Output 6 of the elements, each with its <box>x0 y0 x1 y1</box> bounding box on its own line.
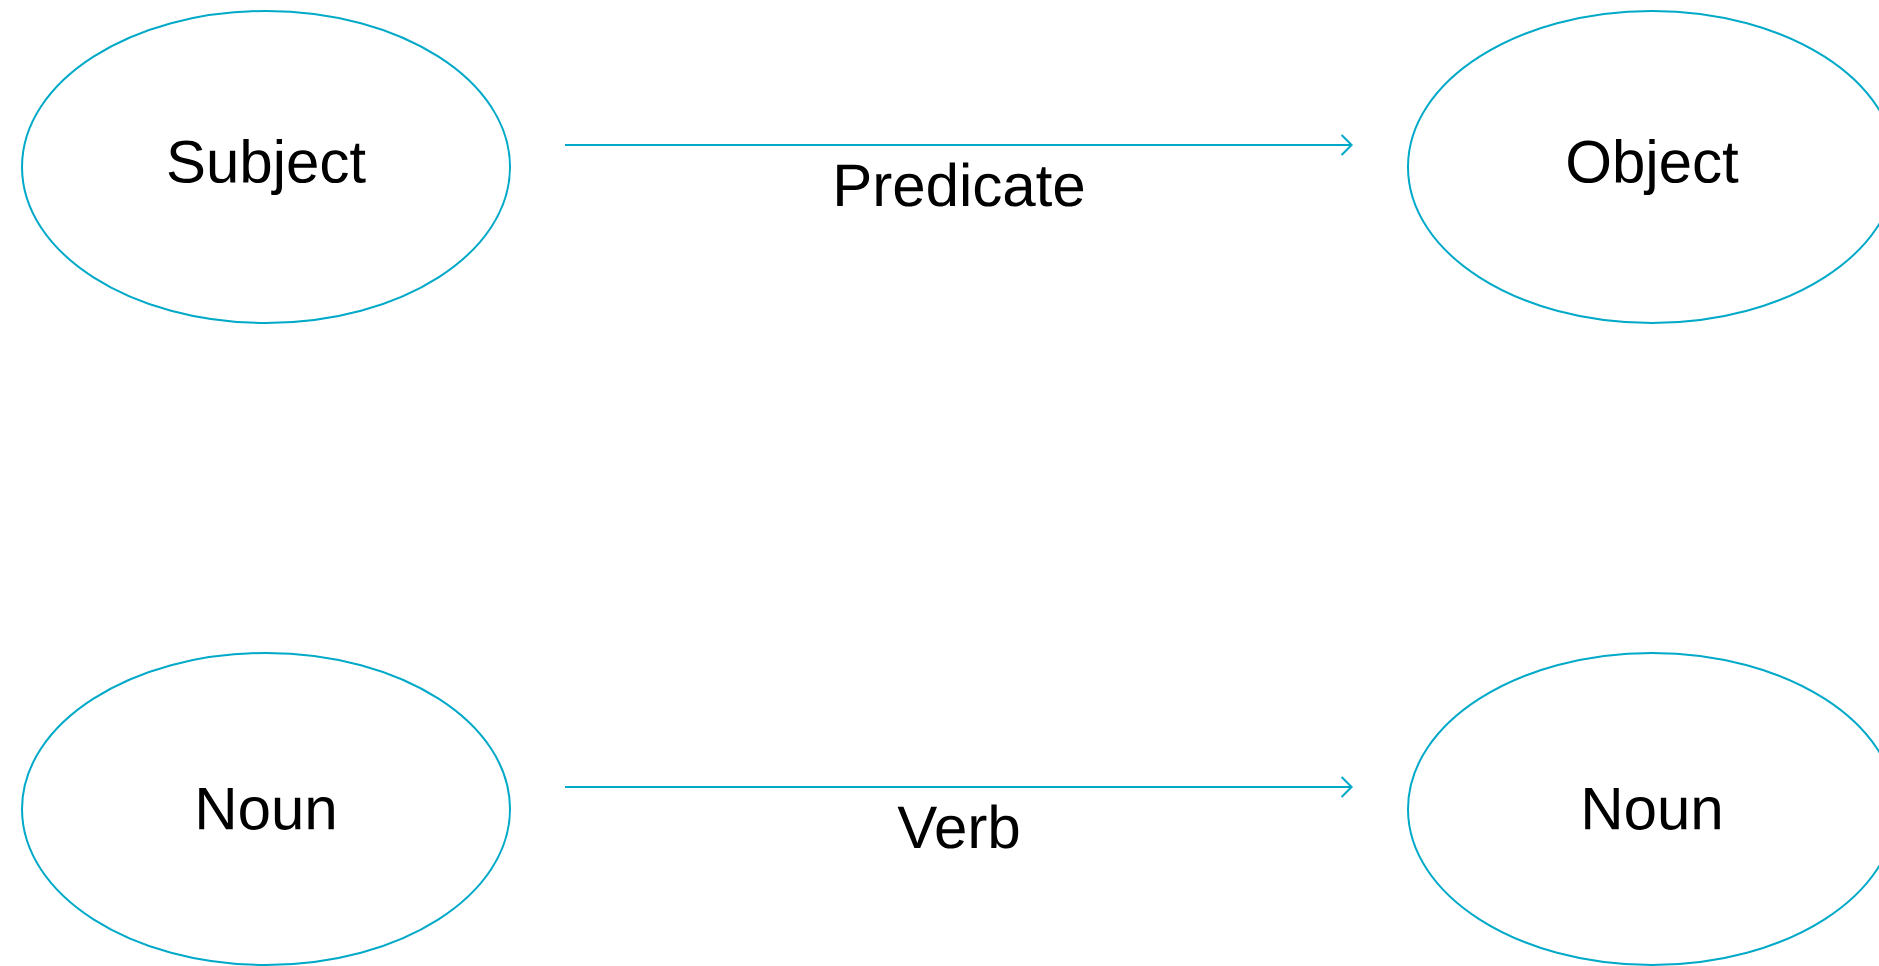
ellipse-node: Subject <box>21 10 511 324</box>
ellipse-node: Noun <box>21 652 511 966</box>
edge-label: Predicate <box>837 162 1084 207</box>
arrow <box>564 134 1353 156</box>
edge-label: Verb <box>897 804 1019 849</box>
arrow <box>564 776 1353 798</box>
